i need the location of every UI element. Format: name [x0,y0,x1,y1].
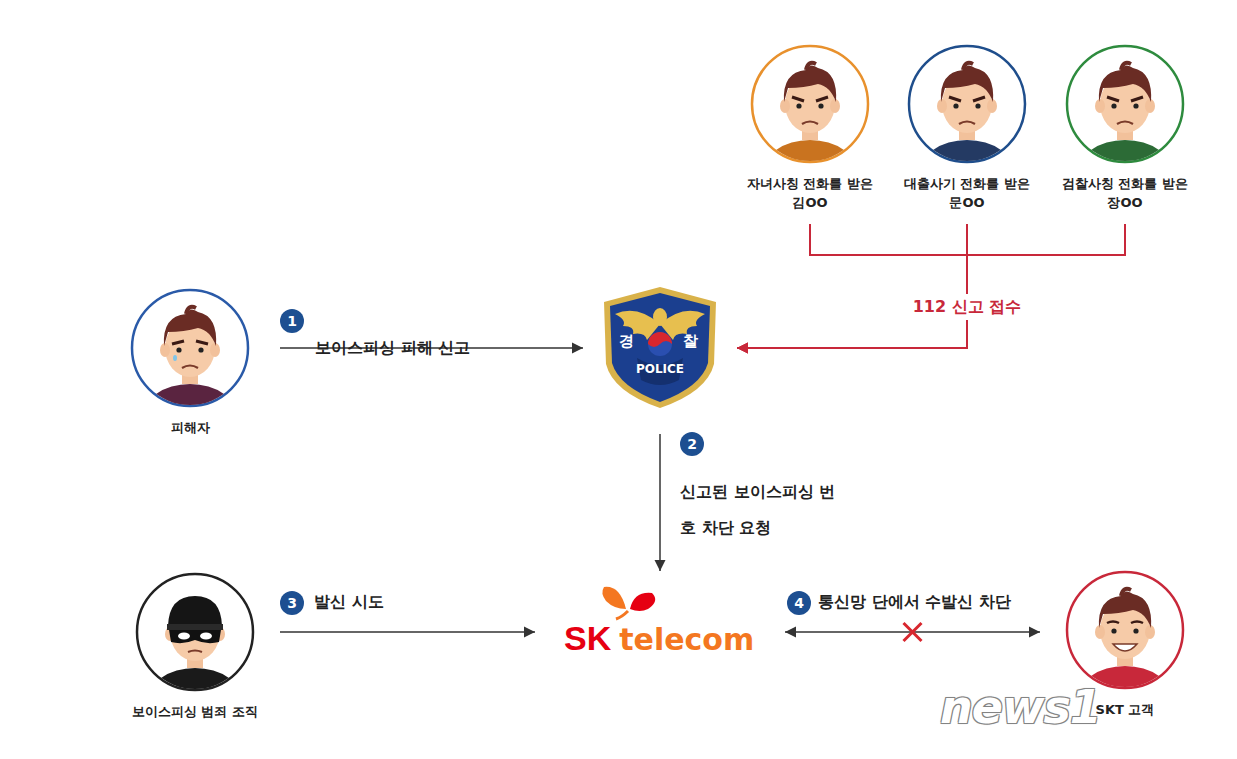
sk-butterfly [594,583,664,621]
callout-number: 2 [680,432,704,456]
person-icon-holder [905,42,1029,166]
person-icon [748,42,872,166]
node-caption: 자녀사칭 전화를 받은 김OO [745,174,875,212]
person-node: 대출사기 전화를 받은 문OO [902,42,1032,212]
person-icon [128,286,252,410]
node-caption: 대출사기 전화를 받은 문OO [902,174,1032,212]
node-caption: 검찰사칭 전화를 받은 장OO [1060,174,1190,212]
person-icon-holder [1063,42,1187,166]
police-badge [597,284,723,410]
edge-label: 112 신고 접수 [907,294,1028,320]
person-node: 보이스피싱 범죄 조직 [130,570,260,721]
badge-text: 경 [619,332,634,351]
logo-text: SK [564,619,611,657]
connector [655,434,666,571]
person-node: 검찰사칭 전화를 받은 장OO [1060,42,1190,212]
logo-text-row: SKtelecom [564,619,754,658]
node-caption: 피해자 [125,418,255,437]
callout-number: 1 [280,309,304,333]
node-caption: 보이스피싱 범죄 조직 [130,702,260,721]
connector [737,224,1125,354]
edge-label: 신고된 보이스피싱 번호 차단 요청 [680,474,850,546]
watermark: news1 [940,680,1101,734]
block-mark [904,623,922,641]
person-icon-holder [748,42,872,166]
logo-node: SKtelecom [560,583,760,667]
connector [737,224,967,354]
person-icon-holder [128,286,252,410]
badge-text: 찰 [683,332,698,351]
person-icon [133,570,257,694]
person-node: 피해자 [125,286,255,437]
edge-label: 통신망 단에서 수발신 차단 [818,591,1011,613]
connector [785,623,1040,641]
callout-number: 3 [280,591,304,615]
edge-label: 보이스피싱 피해 신고 [315,337,470,359]
callout-number: 4 [787,591,811,615]
connector [280,627,535,638]
connector [737,224,967,354]
police-badge-node: 경 찰 POLICE [597,284,723,410]
person-icon [905,42,1029,166]
person-icon-holder [1063,568,1187,692]
person-icon [1063,42,1187,166]
person-icon [1063,568,1187,692]
person-icon-holder [133,570,257,694]
logo-text: telecom [619,622,754,657]
edge-label: 발신 시도 [314,591,384,613]
badge-text: POLICE [597,362,723,376]
person-node: 자녀사칭 전화를 받은 김OO [745,42,875,212]
